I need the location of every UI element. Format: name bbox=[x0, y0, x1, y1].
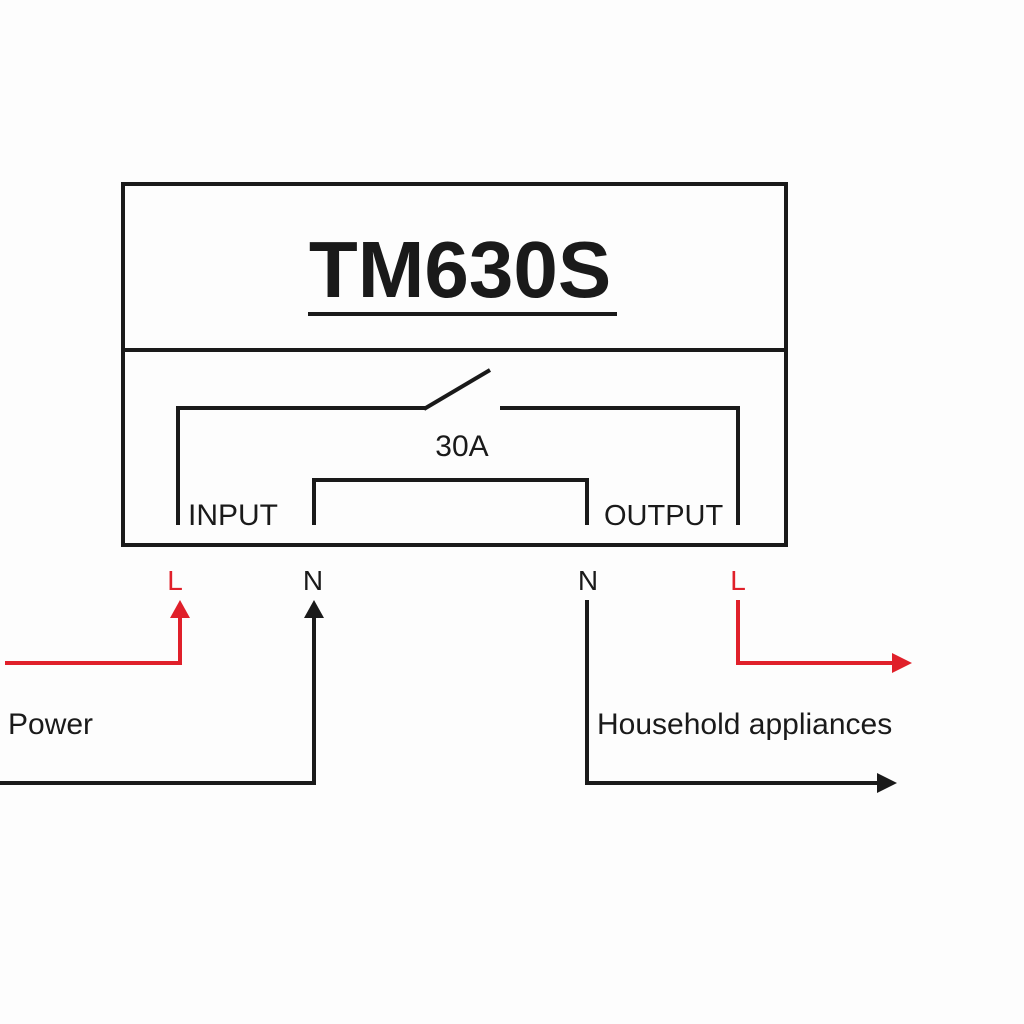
power-source-label: Power bbox=[8, 708, 93, 741]
terminal-output-live: L bbox=[730, 565, 746, 596]
terminal-output-neutral: N bbox=[578, 565, 598, 596]
power-live-wire bbox=[5, 615, 182, 665]
terminal-input-live: L bbox=[167, 565, 183, 596]
output-label: OUTPUT bbox=[604, 500, 724, 532]
load-neutral-wire bbox=[585, 600, 880, 785]
power-neutral-wire bbox=[0, 615, 316, 785]
load-label: Household appliances bbox=[597, 708, 892, 741]
arrow-right-icon bbox=[877, 773, 897, 793]
terminal-input-neutral: N bbox=[303, 565, 323, 596]
device-enclosure bbox=[121, 182, 788, 547]
load-live-wire bbox=[736, 600, 895, 665]
relay-switch-blade bbox=[422, 368, 492, 411]
arrow-right-icon bbox=[892, 653, 912, 673]
input-label: INPUT bbox=[188, 499, 278, 532]
live-input-conductor bbox=[176, 406, 426, 525]
arrow-up-icon bbox=[170, 600, 190, 618]
live-output-conductor bbox=[500, 406, 740, 525]
current-rating: 30A bbox=[435, 430, 488, 463]
model-title: TM630S bbox=[309, 225, 611, 314]
arrow-up-icon bbox=[304, 600, 324, 618]
neutral-conductor bbox=[312, 478, 589, 525]
